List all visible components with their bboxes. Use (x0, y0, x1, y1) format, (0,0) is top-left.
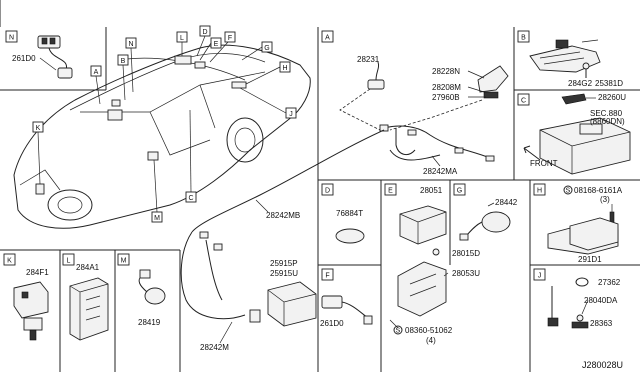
tag-m: M (121, 258, 127, 265)
callout-a: A (94, 69, 99, 76)
part-284g2: 284G2 (568, 79, 593, 88)
part-28242m: 28242M (200, 343, 229, 352)
callout-b: B (121, 58, 126, 65)
part-25915p: 25915P (270, 259, 298, 268)
screw-08360: 08360-51062 (405, 326, 453, 335)
part-28242ma: 28242MA (423, 167, 458, 176)
part-261d0-n: 261D0 (12, 54, 36, 63)
tag-f: F (325, 273, 329, 280)
callout-l: L (180, 35, 184, 42)
part-76884t: 76884T (336, 209, 363, 218)
panel-d: D 76884T (321, 183, 365, 244)
panel-e: E 28051 28015D 28053U S 08360-51062 (4) (384, 183, 480, 345)
part-27960b: 27960B (432, 93, 460, 102)
tag-a: A (325, 35, 330, 42)
panel-a: A 28231 28228N 28208M 27960B 28242MA 282… (180, 30, 509, 352)
part-28231: 28231 (357, 55, 380, 64)
callout-n: N (128, 41, 133, 48)
part-261d0-f: 261D0 (320, 319, 344, 328)
part-28040da: 28040DA (584, 296, 618, 305)
part-28015d: 28015D (452, 249, 480, 258)
bolt-qty: (3) (600, 195, 610, 204)
panel-c: C 28260U SEC.880 (8860DN) FRONT (517, 93, 631, 175)
part-28051: 28051 (420, 186, 443, 195)
part-28208m: 28208M (432, 83, 461, 92)
tag-c: C (521, 98, 526, 105)
panel-m: M 28419 (117, 253, 166, 327)
tag-l: L (67, 258, 71, 265)
part-28053u: 28053U (452, 269, 480, 278)
vehicle-outline (13, 44, 311, 229)
tag-h: H (537, 188, 542, 195)
svg-text:S: S (396, 328, 401, 335)
callout-d: D (202, 29, 207, 36)
tag-n: N (9, 35, 14, 42)
part-25381d: 25381D (595, 79, 623, 88)
panel-l: L 284A1 (62, 253, 109, 341)
callout-f: F (228, 35, 232, 42)
callout-g: G (264, 45, 269, 52)
tag-d: D (325, 188, 330, 195)
front-label: FRONT (530, 159, 558, 168)
panel-n: N 261D0 (5, 30, 73, 79)
part-27362: 27362 (598, 278, 621, 287)
tag-b: B (521, 35, 526, 42)
callout-h: H (282, 65, 287, 72)
screw-qty: (4) (426, 336, 436, 345)
part-28228n: 28228N (432, 67, 460, 76)
part-28242mb: 28242MB (266, 211, 300, 220)
callout-k: K (36, 125, 41, 132)
part-284f1: 284F1 (26, 268, 49, 277)
panel-f: F 261D0 (320, 268, 373, 328)
callout-j: J (289, 111, 293, 118)
part-28419: 28419 (138, 318, 161, 327)
callout-c: C (188, 195, 193, 202)
part-25915u: 25915U (270, 269, 298, 278)
tag-k: K (7, 258, 12, 265)
part-284a1: 284A1 (76, 263, 100, 272)
diagram-id: J280028U (582, 360, 623, 370)
tag-e: E (388, 188, 393, 195)
callout-m: M (154, 215, 160, 222)
panel-k: K 284F1 (3, 253, 49, 341)
panel-j: J 27362 28040DA 28363 (533, 268, 621, 329)
part-28363: 28363 (590, 319, 613, 328)
tag-g: G (457, 188, 462, 195)
tag-j: J (538, 273, 542, 280)
svg-text:S: S (566, 188, 571, 195)
part-sec880: SEC.880 (590, 109, 623, 118)
panel-g: G 28442 (453, 183, 518, 241)
car-callouts: A B N L D E F G H J K C (32, 25, 297, 223)
part-8860dn: (8860DN) (590, 117, 625, 126)
bolt-08168: 08168-6161A (574, 186, 623, 195)
panel-b: B 284G2 25381D (517, 30, 623, 88)
panel-h: H S 08168-6161A (3) 291D1 (533, 183, 623, 264)
callout-e: E (214, 41, 219, 48)
part-28260u: 28260U (598, 93, 626, 102)
part-28442: 28442 (495, 198, 518, 207)
part-291d1: 291D1 (578, 255, 602, 264)
